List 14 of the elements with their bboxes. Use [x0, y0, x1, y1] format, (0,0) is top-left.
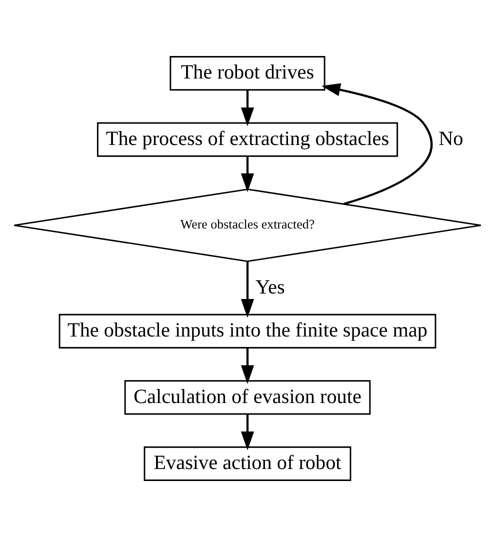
arrow [240, 90, 254, 126]
arrow [240, 261, 254, 318]
node-diamond: Were obstacles extracted? [13, 188, 482, 262]
node-box: Calculation of evasion route [124, 380, 371, 414]
edge-label: Yes [256, 276, 285, 298]
arrow [240, 414, 254, 450]
node-box: The process of extracting obstacles [96, 122, 398, 156]
edge-label: No [438, 127, 464, 150]
arrow [240, 156, 254, 192]
node-box: The robot drives [170, 56, 326, 90]
node-box: The obstacle inputs into the finite space map [58, 313, 436, 348]
arrow [240, 347, 254, 384]
arrow [322, 82, 432, 204]
node-box: Evasive action of robot [144, 446, 352, 480]
